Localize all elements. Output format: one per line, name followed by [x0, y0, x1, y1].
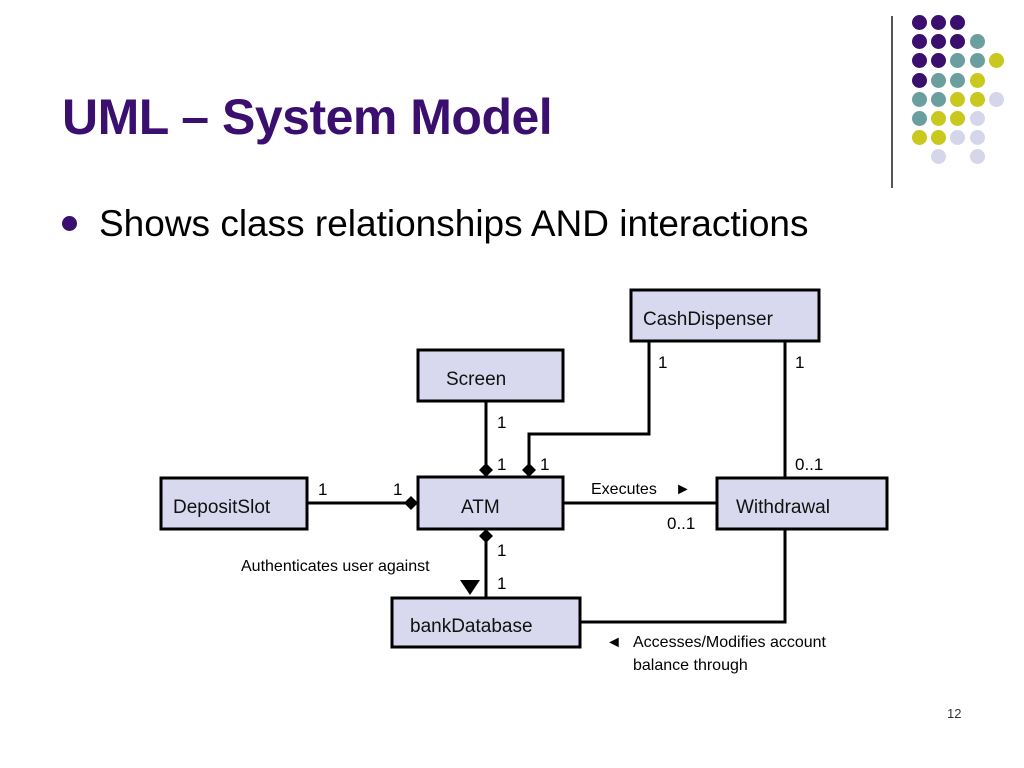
decorative-dot [912, 15, 927, 30]
decorative-dot [931, 34, 947, 50]
class-name-bankdatabase: bankDatabase [410, 616, 533, 637]
decorative-dot [969, 72, 985, 88]
decorative-dot [969, 130, 985, 146]
decorative-dot [931, 130, 947, 146]
decorative-dot [969, 111, 985, 126]
page-number: 12 [947, 706, 962, 721]
arrow-right-icon: ► [675, 481, 691, 498]
class-box-atm [416, 475, 565, 531]
bullet-dot-icon [62, 215, 77, 231]
diamond-icon [479, 529, 493, 543]
decorative-dot [931, 149, 947, 165]
class-box-bankdatabase [390, 596, 582, 649]
multiplicity-label: 1 [497, 541, 506, 560]
decorative-dot [950, 91, 966, 107]
class-box-withdrawal [715, 476, 889, 531]
decorative-dot [950, 111, 966, 126]
association-label-accesses-line2: balance through [633, 657, 748, 674]
decorative-dot [969, 149, 985, 165]
multiplicity-label: 1 [393, 480, 402, 499]
class-name-screen: Screen [446, 369, 506, 390]
class-box-depositslot [159, 476, 309, 531]
class-name-withdrawal: Withdrawal [736, 497, 830, 518]
multiplicity-label: 0..1 [795, 455, 823, 474]
decorative-dot [969, 91, 985, 107]
decorative-dot [950, 53, 966, 69]
decorative-dot [912, 72, 927, 88]
cashdispenser-atm-line [527, 341, 651, 470]
withdrawal-bankdatabase-line [580, 529, 787, 624]
class-name-depositslot: DepositSlot [173, 497, 271, 518]
decorative-dot [931, 91, 947, 107]
bullet-item: Shows class relationships AND interactio… [62, 203, 809, 245]
decorative-dot [931, 53, 947, 69]
multiplicity-label: 1 [318, 480, 327, 499]
decorative-dot [931, 111, 947, 126]
decorative-dot [912, 53, 927, 69]
slide-title: UML – System Model [62, 89, 553, 145]
association-label-authenticates: Authenticates user against [241, 558, 430, 575]
class-name-atm: ATM [461, 497, 500, 518]
multiplicity-label: 1 [658, 353, 667, 372]
multiplicity-label: 1 [540, 455, 549, 474]
decorative-dot [950, 15, 966, 30]
class-name-cashdispenser: CashDispenser [643, 309, 774, 330]
diamond-icon [479, 463, 493, 477]
decorative-dot [950, 34, 966, 50]
decorative-dot [931, 15, 947, 30]
multiplicity-label: 1 [497, 455, 506, 474]
diamond-icon [522, 463, 536, 477]
association-label-accesses-line1: Accesses/Modifies account [633, 634, 827, 651]
class-box-screen [416, 348, 565, 403]
decorative-dot [950, 130, 966, 146]
decorative-dot [988, 53, 1004, 69]
decorative-dot [912, 111, 927, 126]
class-box-cashdispenser [629, 288, 821, 343]
decorative-dot [969, 53, 985, 69]
arrow-down-icon [460, 580, 480, 595]
multiplicity-label: 1 [497, 574, 506, 593]
decorative-dot [912, 130, 927, 146]
decorative-dot [931, 72, 947, 88]
decorative-dot [988, 91, 1004, 107]
multiplicity-label: 1 [795, 353, 804, 372]
decorative-dot [912, 91, 927, 107]
decorative-dot [969, 34, 985, 50]
association-label-executes: Executes [591, 481, 657, 498]
bullet-text: Shows class relationships AND interactio… [99, 203, 809, 244]
decorative-dot [912, 34, 927, 50]
decorative-dot [950, 72, 966, 88]
multiplicity-label: 0..1 [667, 514, 695, 533]
diamond-icon [404, 496, 418, 510]
arrow-left-icon: ◄ [606, 634, 622, 651]
decorative-divider [891, 16, 893, 188]
multiplicity-label: 1 [497, 413, 506, 432]
